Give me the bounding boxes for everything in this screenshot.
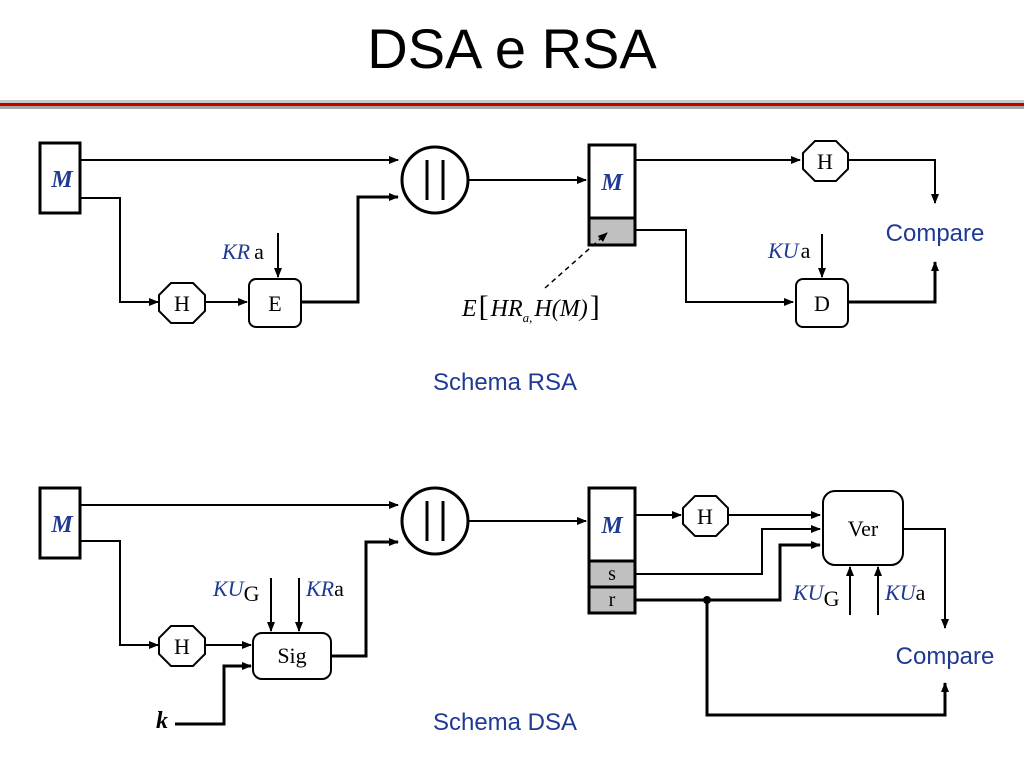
dsa-received-message-label: M [600, 513, 624, 539]
dsa-arrow-sig-concat [331, 538, 399, 658]
rsa-signature-formula: E[HRa,H(M)] [461, 290, 600, 325]
dsa-concat-node [400, 486, 470, 556]
rsa-arrow-signature-decrypt [635, 229, 794, 306]
rsa-signature-pointer [544, 232, 608, 289]
rsa-signature-block [587, 216, 637, 247]
rsa-message-label: M [50, 167, 74, 193]
dsa-r-label: r [609, 589, 616, 611]
rsa-caption: Schema RSA [433, 369, 577, 396]
dsa-r-block [587, 585, 637, 615]
rsa-arrow-m-hash [80, 197, 159, 306]
dsa-arrow-ver-compare [903, 528, 949, 629]
dsa-hash-sender-box [158, 625, 206, 667]
rsa-decrypt-label: D [814, 291, 830, 316]
dsa-global-key-ver-label: KUG [792, 580, 840, 611]
dsa-arrow-s-ver [635, 525, 821, 575]
dsa-s-label: s [608, 563, 616, 585]
dsa-arrow-r-compare [705, 600, 949, 717]
dsa-hash-receiver-box [682, 495, 729, 537]
dsa-message-box [38, 486, 82, 560]
dsa-ver-label: Ver [848, 516, 879, 541]
rsa-hash-sender-box [158, 282, 206, 324]
rsa-arrow-hash-compare [848, 159, 939, 204]
dsa-message-label: M [50, 512, 74, 538]
rsa-public-key-label: KUa [767, 238, 811, 263]
rsa-arrow-encrypt-concat [301, 193, 399, 304]
rsa-received-message-label: M [600, 170, 624, 196]
rsa-hash-receiver-label: H [817, 149, 833, 174]
dsa-compare-label: Compare [896, 643, 995, 670]
slide-title: DSA e RSA [367, 17, 657, 80]
rsa-hash-sender-label: H [174, 291, 190, 316]
dsa-private-key-label: KRa [305, 576, 344, 601]
dsa-caption: Schema DSA [433, 709, 577, 736]
dsa-arrow-m-hash [80, 540, 159, 649]
dsa-global-key-label: KUG [212, 576, 260, 606]
title-rule [0, 100, 1024, 109]
dsa-hash-sender-label: H [174, 634, 190, 659]
dsa-hash-receiver-label: H [697, 504, 713, 529]
dsa-sig-label: Sig [277, 643, 306, 668]
rsa-message-box [38, 141, 82, 215]
dsa-arrow-k-sig [175, 662, 252, 726]
dsa-public-key-ver-label: KUa [884, 580, 926, 605]
rsa-arrow-decrypt-compare [848, 261, 939, 304]
dsa-random-k-label: k [156, 708, 168, 734]
dsa-scheme: M H Sig KUG KRa k [38, 486, 995, 736]
rsa-hash-receiver-box [802, 140, 849, 182]
rsa-encrypt-label: E [268, 291, 281, 316]
rsa-compare-label: Compare [886, 220, 985, 247]
rsa-concat-node [400, 145, 470, 215]
